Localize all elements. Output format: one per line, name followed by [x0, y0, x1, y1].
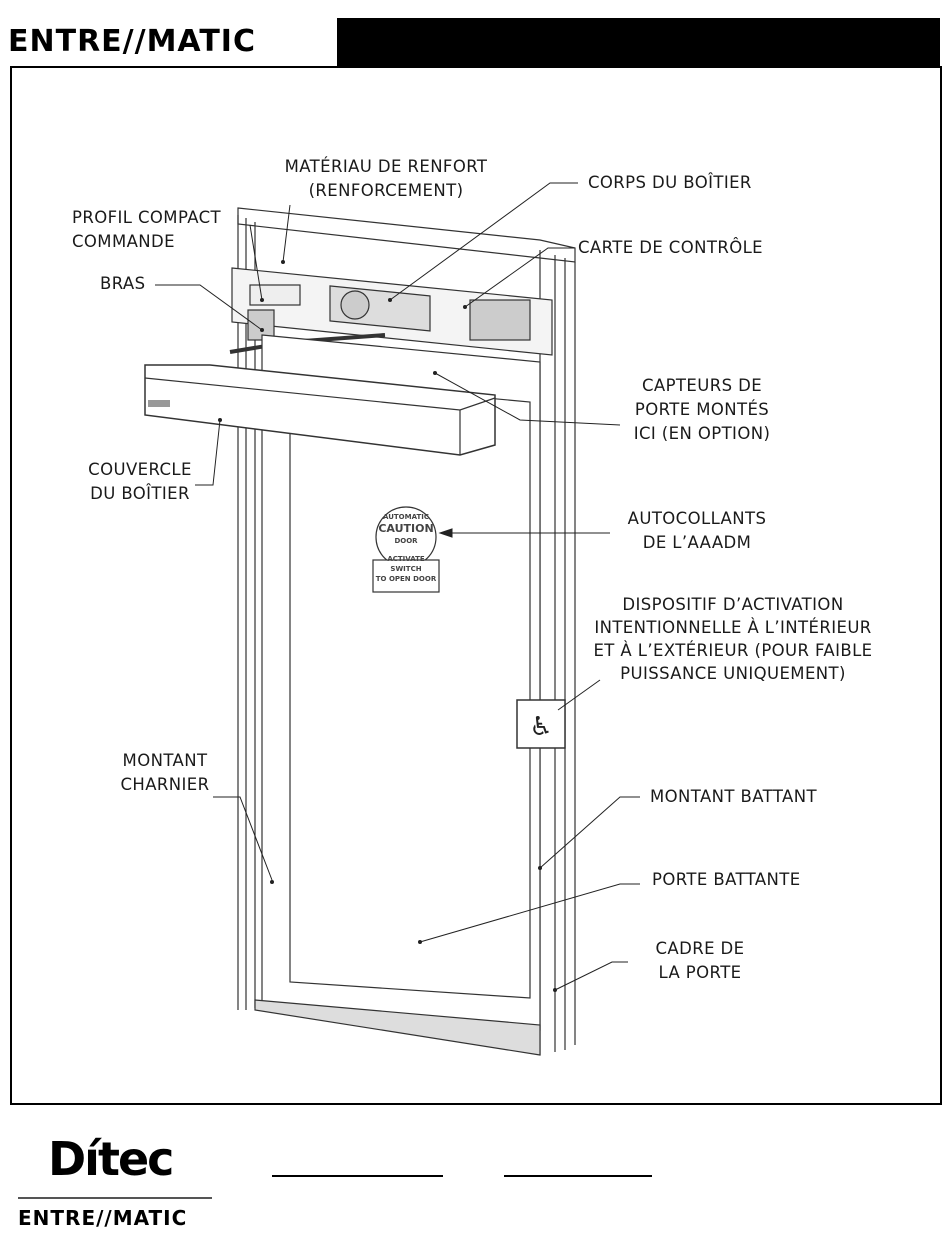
label-line: CHARNIER	[120, 775, 210, 794]
entrematic-footer-logo: ENTRE//MATIC	[18, 1206, 188, 1230]
label-line: PORTE MONTÉS	[634, 400, 770, 419]
housing-cover	[144, 364, 496, 456]
diagram-frame	[10, 66, 942, 1105]
label-cover: COUVERCLE DU BOÎTIER	[88, 458, 192, 506]
sticker-line: CAUTION	[378, 522, 434, 535]
label-control-board: CARTE DE CONTRÔLE	[578, 238, 763, 257]
label-arm: BRAS	[100, 274, 146, 293]
aaadm-sticker	[372, 506, 440, 593]
signature-line	[504, 1175, 652, 1177]
label-activation-device: DISPOSITIF D’ACTIVATION INTENTIONNELLE À…	[593, 593, 872, 685]
label-line: DU BOÎTIER	[90, 484, 190, 503]
label-line: COMMANDE	[72, 232, 175, 251]
push-plate-switch: ♿	[516, 699, 566, 749]
label-line: MATÉRIAU DE RENFORT	[284, 157, 488, 176]
label-line: AUTOCOLLANTS	[627, 509, 767, 528]
label-line: DE L’AAADM	[642, 533, 752, 552]
label-lock-stile: MONTANT BATTANT	[650, 787, 817, 806]
label-line: COUVERCLE	[88, 460, 192, 479]
sticker-text: AUTOMATIC CAUTION DOOR ACTIVATE SWITCH T…	[373, 512, 439, 584]
label-housing-body: CORPS DU BOÎTIER	[588, 173, 752, 192]
label-hinge-stile: MONTANT CHARNIER	[121, 749, 210, 797]
operator-housing	[231, 267, 553, 356]
label-line: MONTANT	[122, 751, 208, 770]
label-line: DISPOSITIF D’ACTIVATION	[622, 595, 844, 614]
label-line: CADRE DE	[655, 939, 745, 958]
label-line: LA PORTE	[658, 963, 742, 982]
header-bar	[337, 18, 940, 66]
sticker-line: DOOR	[394, 537, 418, 545]
leader-lines	[155, 182, 640, 991]
svg-text:♿: ♿	[529, 712, 552, 742]
label-reinforcement: MATÉRIAU DE RENFORT (RENFORCEMENT)	[285, 155, 488, 203]
entrematic-logo: ENTRE//MATIC	[8, 24, 256, 59]
signature-line	[272, 1175, 443, 1177]
label-line: INTENTIONNELLE À L’INTÉRIEUR	[594, 618, 872, 637]
label-stickers: AUTOCOLLANTS DE L’AAADM	[628, 507, 767, 555]
label-line: (RENFORCEMENT)	[308, 181, 464, 200]
footer-divider	[18, 1197, 212, 1199]
label-sensors: CAPTEURS DE PORTE MONTÉS ICI (EN OPTION)	[634, 374, 771, 446]
leader-dots	[218, 260, 557, 992]
label-line: ICI (EN OPTION)	[633, 424, 771, 443]
label-line: PROFIL COMPACT	[72, 208, 222, 227]
sticker-line: TO OPEN DOOR	[375, 575, 437, 583]
label-swing-door: PORTE BATTANTE	[652, 870, 801, 889]
sticker-line: AUTOMATIC	[383, 513, 429, 521]
ditec-logo: Dítec	[48, 1132, 174, 1186]
sticker-line: ACTIVATE SWITCH	[387, 555, 425, 573]
label-line: PUISSANCE UNIQUEMENT)	[620, 664, 846, 683]
label-line: ET À L’EXTÉRIEUR (POUR FAIBLE	[593, 641, 873, 660]
label-compact-profile: PROFIL COMPACT COMMANDE	[72, 206, 221, 254]
swing-door	[254, 334, 541, 1056]
label-line: CAPTEURS DE	[641, 376, 763, 395]
label-door-frame: CADRE DE LA PORTE	[656, 937, 745, 985]
